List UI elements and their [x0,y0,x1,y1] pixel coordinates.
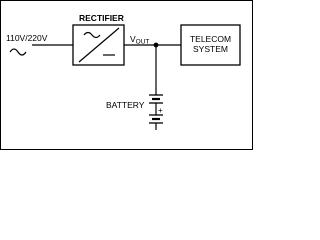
battery-label: BATTERY [106,100,145,110]
battery-plus-label: + [158,106,163,115]
vout-label-sub: OUT [136,39,150,46]
ac-source-icon [9,48,27,56]
power-system-diagram: 110V/220V RECTIFIER VOUT TELECOM SYSTEM … [0,0,253,150]
telecom-label-line1: TELECOM [190,34,231,44]
rectifier-label: RECTIFIER [79,13,124,23]
vout-label: VOUT [130,34,149,46]
input-voltage-label: 110V/220V [6,33,48,43]
battery-icon [149,94,163,130]
telecom-system-block [180,24,241,66]
diagram-border [0,0,253,150]
telecom-label-line2: SYSTEM [193,44,228,54]
ac-to-dc-converter-icon [78,27,120,63]
vout-label-main: V [130,34,136,44]
